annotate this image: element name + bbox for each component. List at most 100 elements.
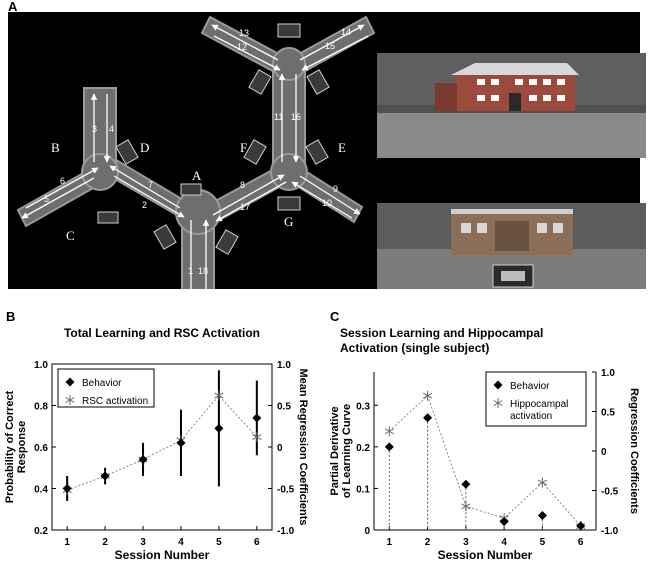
behavior-point bbox=[576, 521, 586, 531]
y-tick-label: 0.8 bbox=[34, 402, 48, 413]
legend-box bbox=[57, 368, 155, 408]
y-axis-right-label: Regression Coefficients bbox=[628, 388, 640, 514]
legend-box bbox=[485, 371, 587, 427]
path-number: 1 bbox=[188, 266, 193, 276]
y-tick-label: 0.6 bbox=[34, 443, 48, 454]
y-right-tick-label: 1.0 bbox=[601, 368, 615, 379]
y-tick-label: 0.4 bbox=[34, 485, 48, 496]
maze-map: 1 2 3 4 5 6 7 8 9 10 11 12 13 14 15 16 1… bbox=[16, 15, 376, 308]
y-right-tick-label: 0.5 bbox=[601, 408, 615, 419]
y-tick-label: 0.2 bbox=[356, 443, 370, 454]
y-axis-label: Partial Derivative bbox=[329, 406, 341, 495]
y-tick-label: 0 bbox=[364, 526, 370, 537]
arm-letter-labels: A B C D E F G bbox=[51, 140, 346, 243]
x-tick-label: 3 bbox=[463, 537, 469, 548]
path-number: 9 bbox=[333, 184, 338, 194]
y-right-tick-label: 1.0 bbox=[277, 360, 291, 371]
chart-c-svg: Session Learning and HippocampalActivati… bbox=[329, 326, 640, 562]
path-number: 16 bbox=[291, 112, 301, 122]
x-axis-label: Session Number bbox=[438, 548, 533, 562]
y-right-tick-label: -0.5 bbox=[601, 487, 619, 498]
x-tick-label: 5 bbox=[540, 537, 546, 548]
x-tick-label: 1 bbox=[387, 537, 393, 548]
y-right-tick-label: -1.0 bbox=[277, 526, 295, 537]
y-tick-label: 0.2 bbox=[34, 526, 48, 537]
store-boxes bbox=[97, 23, 330, 255]
path-number: 17 bbox=[240, 202, 250, 212]
behavior-point bbox=[176, 438, 186, 448]
path-number: 10 bbox=[322, 198, 332, 208]
activation-point bbox=[252, 432, 262, 443]
path-number: 18 bbox=[198, 266, 208, 276]
x-tick-label: 2 bbox=[425, 537, 431, 548]
legend-activation-label: Hippocampal bbox=[510, 399, 568, 410]
chart-b: Total Learning and RSC Activation 0.2 0.4 0… bbox=[0, 318, 318, 562]
behavior-point bbox=[214, 423, 224, 433]
legend-behavior-label: Behavior bbox=[82, 378, 122, 389]
y-right-tick-label: 0 bbox=[601, 447, 607, 458]
x-tick-label: 5 bbox=[216, 537, 222, 548]
x-tick-label: 4 bbox=[501, 537, 507, 548]
behavior-point bbox=[423, 413, 433, 423]
panel-a-label: A bbox=[8, 0, 18, 14]
path-number: 13 bbox=[239, 28, 249, 38]
x-axis-label: Session Number bbox=[115, 548, 210, 562]
building-scene-image bbox=[377, 203, 646, 289]
path-number: 12 bbox=[237, 42, 247, 52]
y-axis-label: of Learning Curve bbox=[341, 404, 353, 498]
legend-activation-marker bbox=[493, 398, 503, 408]
path-number: 5 bbox=[44, 194, 49, 204]
x-tick-label: 6 bbox=[254, 537, 260, 548]
house-scene-image bbox=[377, 53, 646, 158]
activation-point bbox=[422, 390, 433, 401]
chart-b-svg: Total Learning and RSC Activation 0.2 0.4 0… bbox=[4, 326, 309, 562]
path-number: 15 bbox=[325, 41, 335, 51]
legend-behavior-marker bbox=[65, 377, 75, 387]
y-right-tick-label: -0.5 bbox=[277, 485, 295, 496]
y-right-tick-label: -1.0 bbox=[601, 526, 619, 537]
chart-title: Total Learning and RSC Activation bbox=[64, 326, 260, 340]
path-number: 6 bbox=[60, 176, 65, 186]
arm-letter: C bbox=[66, 228, 75, 243]
path-number: 8 bbox=[240, 180, 245, 190]
x-tick-label: 4 bbox=[178, 537, 184, 548]
y-right-tick-label: 0 bbox=[277, 443, 283, 454]
x-tick-label: 2 bbox=[102, 537, 108, 548]
behavior-point bbox=[461, 479, 471, 489]
y-tick-label: 0.1 bbox=[356, 484, 370, 495]
arm-letter: D bbox=[140, 140, 149, 155]
path-number: 4 bbox=[109, 124, 114, 134]
x-tick-label: 3 bbox=[140, 537, 146, 548]
scene-view-building bbox=[377, 203, 646, 289]
behavior-point bbox=[62, 484, 72, 493]
activation-point bbox=[537, 477, 548, 488]
y-tick-label: 0.3 bbox=[356, 401, 370, 412]
y-tick-label: 1.0 bbox=[34, 360, 48, 371]
legend-behavior-label: Behavior bbox=[510, 381, 550, 392]
y-axis-right-label: Mean Regression Coefficients bbox=[297, 368, 309, 525]
path-number-labels: 1 2 3 4 5 6 7 8 9 10 11 12 13 14 15 16 1… bbox=[44, 27, 351, 276]
arm-letter: A bbox=[192, 168, 202, 183]
behavior-point bbox=[384, 442, 394, 452]
path-number: 2 bbox=[142, 200, 147, 210]
panel-b-label: B bbox=[6, 309, 16, 324]
activation-point bbox=[384, 426, 394, 437]
behavior-point bbox=[252, 413, 262, 423]
activation-point bbox=[214, 390, 224, 401]
activation-point bbox=[461, 501, 471, 512]
behavior-point bbox=[100, 471, 110, 481]
arm-letter: G bbox=[284, 214, 293, 229]
path-number: 11 bbox=[274, 112, 283, 122]
y-right-tick-label: 0.5 bbox=[277, 402, 291, 413]
x-tick-label: 1 bbox=[64, 537, 70, 548]
arm-letter: B bbox=[51, 140, 60, 155]
panel-c-label: C bbox=[330, 309, 340, 324]
maze-figure: 1 2 3 4 5 6 7 8 9 10 11 12 13 14 15 16 1… bbox=[8, 12, 646, 308]
y-axis-label: Probability of Correct bbox=[4, 390, 16, 503]
x-tick-label: 6 bbox=[578, 537, 584, 548]
path-number: 3 bbox=[92, 124, 97, 134]
y-axis-label: Response bbox=[16, 421, 28, 474]
arm-letter: E bbox=[338, 140, 346, 155]
legend-activation-label: activation bbox=[510, 411, 552, 422]
